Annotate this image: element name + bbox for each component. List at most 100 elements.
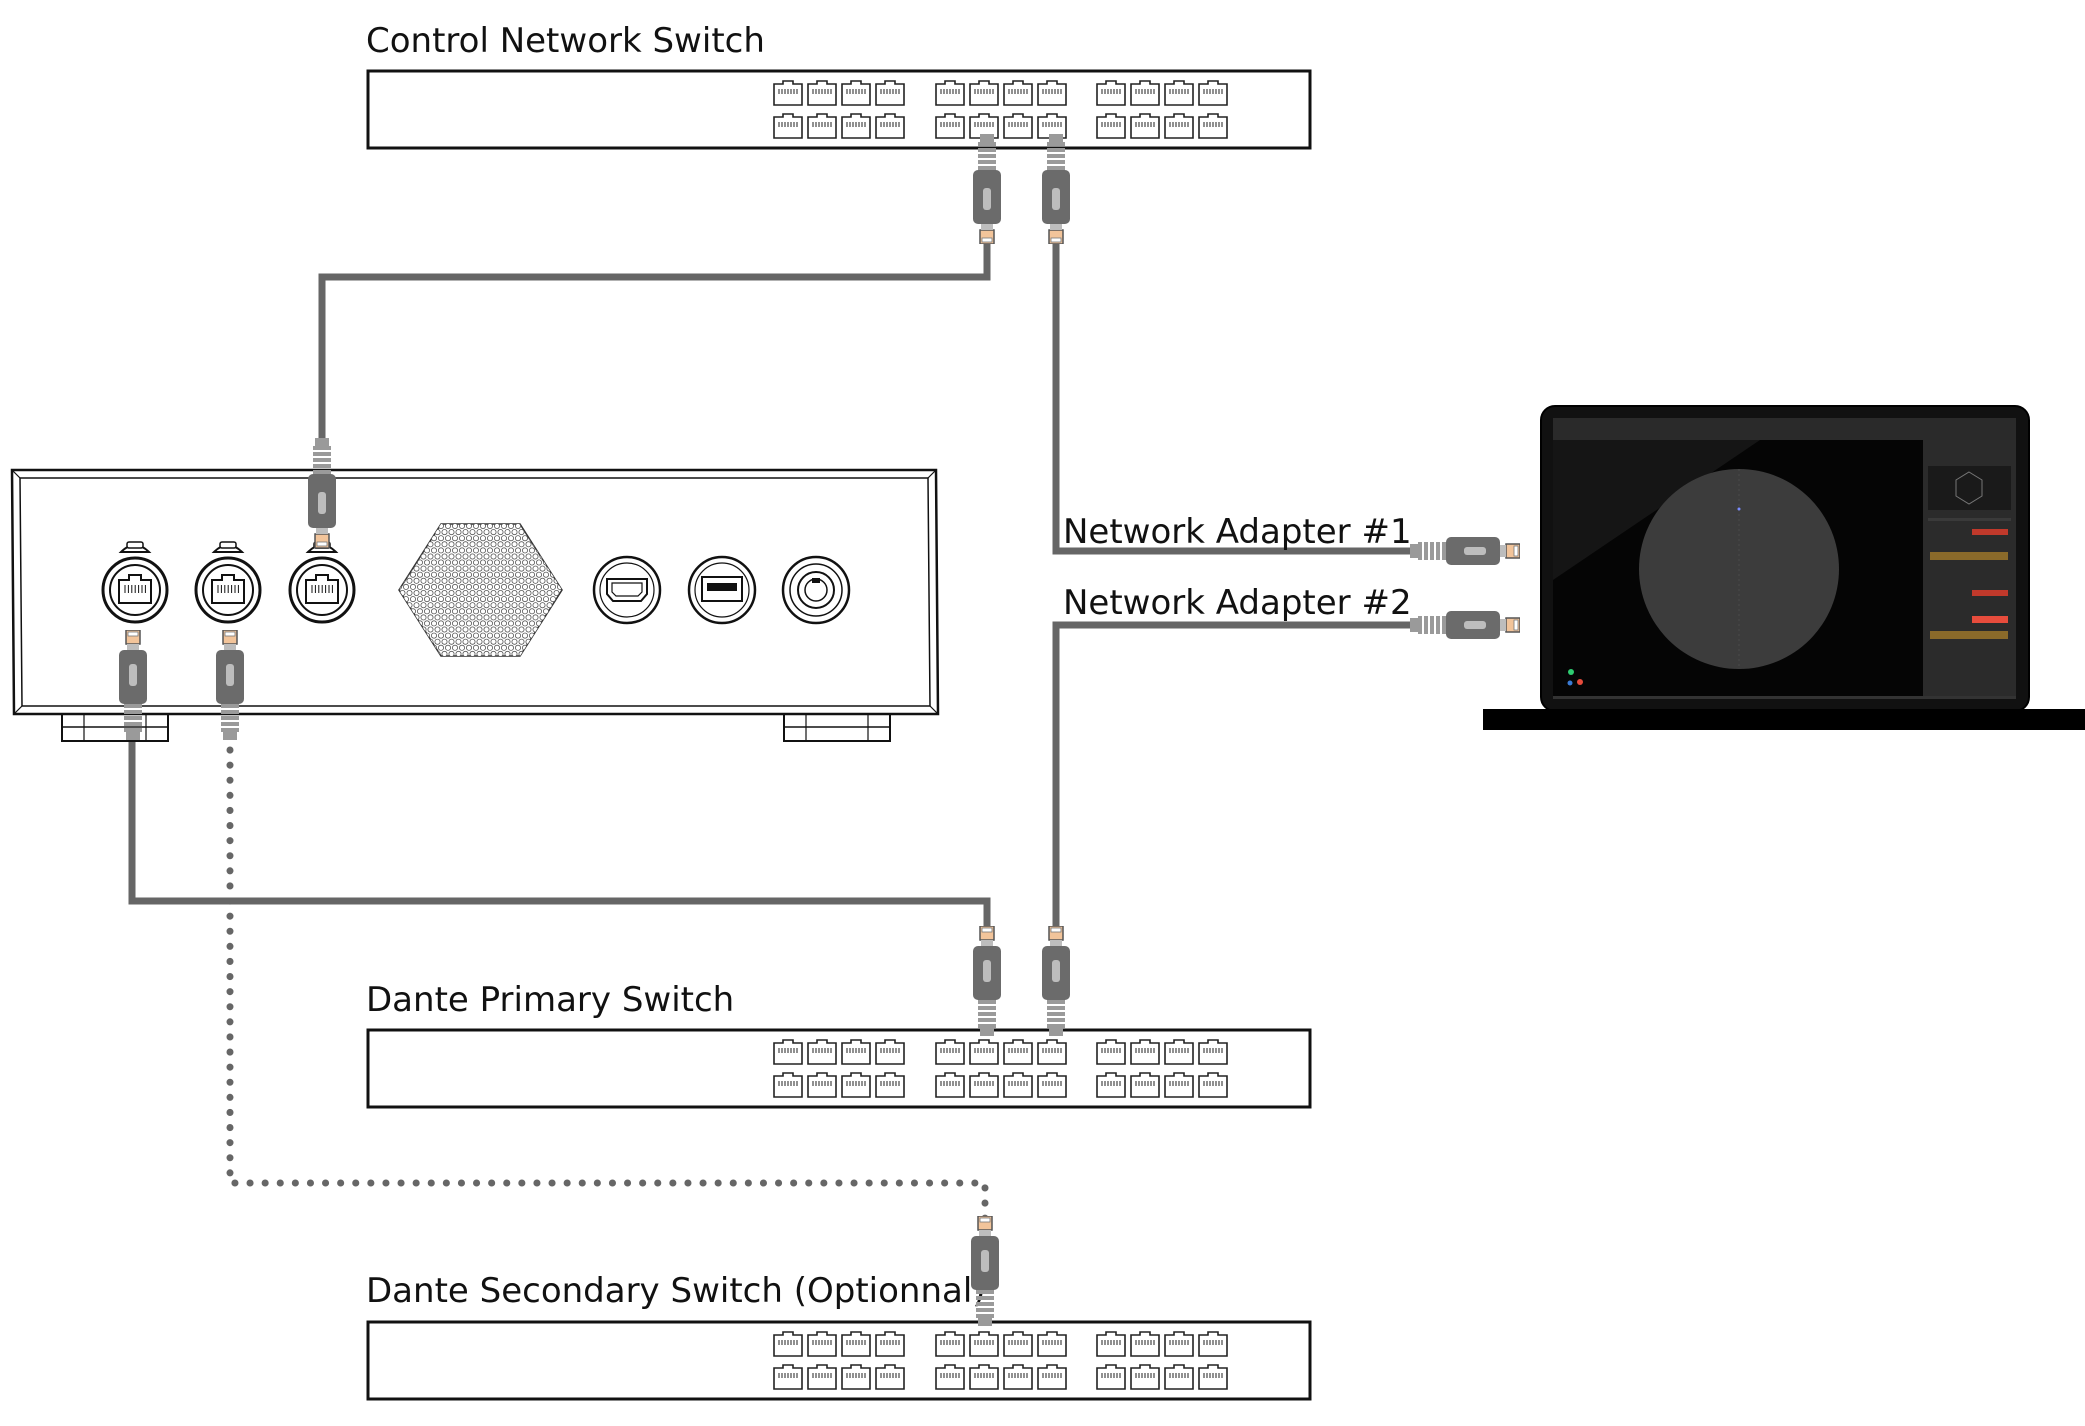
switch-port: [1164, 1331, 1194, 1357]
switch-port: [807, 80, 837, 106]
switch-port: [1164, 1072, 1194, 1098]
switch-port: [935, 1039, 965, 1065]
app-menubar: [1553, 418, 2016, 440]
audio-processor-device: [10, 468, 940, 742]
switch-port: [1037, 1072, 1067, 1098]
switch-port: [1198, 1072, 1228, 1098]
dante-secondary-switch-label: Dante Secondary Switch (Optionnal): [366, 1271, 986, 1311]
cable-adapter1-to-control-switch: [1052, 232, 1410, 555]
switch-port: [969, 1364, 999, 1390]
switch-port: [807, 1072, 837, 1098]
cable-adapter2-to-dante-primary: [1052, 621, 1410, 936]
switch-port: [1164, 113, 1194, 139]
switch-port: [969, 1072, 999, 1098]
switch-port: [1198, 1039, 1228, 1065]
switch-port: [1130, 113, 1160, 139]
switch-port: [875, 80, 905, 106]
cables: [128, 232, 1410, 1232]
switch-port: [773, 113, 803, 139]
switch-port: [773, 1039, 803, 1065]
laptop: Network Adapter #1 Network Adapter #2: [1063, 405, 2085, 730]
switch-port: [773, 1072, 803, 1098]
device-foot-right: [783, 713, 891, 742]
switch-port: [1164, 1039, 1194, 1065]
plug-dante-primary-a: [972, 926, 1002, 1036]
switch-port: [1003, 1364, 1033, 1390]
switch-port: [969, 1331, 999, 1357]
dante-primary-switch: Dante Primary Switch: [366, 980, 1312, 1109]
dante-secondary-switch: Dante Secondary Switch (Optionnal): [366, 1271, 1312, 1401]
switch-port: [807, 113, 837, 139]
cable-device-to-dante-primary: [128, 712, 991, 936]
switch-port: [1130, 1072, 1160, 1098]
adapter-1-label: Network Adapter #1: [1063, 512, 1412, 552]
laptop-adapter-2: [1410, 610, 1520, 640]
switch-port: [1003, 1039, 1033, 1065]
switch-port: [1037, 1331, 1067, 1357]
switch-port: [1037, 80, 1067, 106]
cable-device-to-dante-secondary: [226, 746, 989, 1232]
switch-port: [1003, 1072, 1033, 1098]
switch-port: [935, 113, 965, 139]
device-port-3: [288, 541, 356, 624]
switch-port: [1164, 1364, 1194, 1390]
device-port-1: [101, 541, 169, 624]
switch-port: [1096, 113, 1126, 139]
control-network-switch: Control Network Switch: [366, 21, 1312, 150]
power-connector: [781, 555, 851, 625]
switch-port: [1130, 1364, 1160, 1390]
switch-port: [1096, 1364, 1126, 1390]
switch-port: [1037, 1364, 1067, 1390]
switch-port: [1198, 1331, 1228, 1357]
switch-port: [841, 113, 871, 139]
switch-port: [1003, 1331, 1033, 1357]
plug-dante-primary-b: [1041, 926, 1071, 1036]
plug-control-switch-a: [972, 134, 1002, 244]
switch-port: [1198, 80, 1228, 106]
switch-port: [969, 80, 999, 106]
switch-port: [1198, 1364, 1228, 1390]
switch-port: [773, 1331, 803, 1357]
control-switch-label: Control Network Switch: [366, 21, 765, 61]
switch-port: [841, 80, 871, 106]
usb-port: [687, 555, 757, 625]
switch-port: [875, 1072, 905, 1098]
switch-port: [935, 1072, 965, 1098]
switch-port: [1130, 80, 1160, 106]
device-port-2: [194, 541, 262, 624]
switch-port: [875, 1039, 905, 1065]
switch-port: [1096, 1331, 1126, 1357]
switch-port: [1003, 113, 1033, 139]
switch-port: [1198, 113, 1228, 139]
switch-port: [875, 1331, 905, 1357]
switch-port: [969, 1039, 999, 1065]
switch-port: [1096, 1039, 1126, 1065]
switch-port: [875, 113, 905, 139]
switch-port: [841, 1039, 871, 1065]
switch-port: [807, 1331, 837, 1357]
switch-port: [841, 1364, 871, 1390]
switch-port: [875, 1364, 905, 1390]
cable-device-to-control-switch: [318, 232, 991, 445]
adapter-2-label: Network Adapter #2: [1063, 583, 1412, 623]
switch-port: [935, 1364, 965, 1390]
switch-port: [1096, 80, 1126, 106]
plug-control-switch-b: [1041, 134, 1071, 244]
switch-port: [935, 80, 965, 106]
switch-port: [1130, 1331, 1160, 1357]
switch-port: [1003, 80, 1033, 106]
switch-port: [841, 1331, 871, 1357]
switch-port: [807, 1364, 837, 1390]
device-foot-left: [61, 713, 169, 742]
hdmi-port: [592, 555, 662, 625]
switch-port: [773, 80, 803, 106]
switch-port: [1130, 1039, 1160, 1065]
switch-port: [841, 1072, 871, 1098]
dante-primary-switch-label: Dante Primary Switch: [366, 980, 734, 1020]
switch-port: [773, 1364, 803, 1390]
switch-port: [1096, 1072, 1126, 1098]
laptop-adapter-1: [1410, 536, 1520, 566]
switch-port: [1164, 80, 1194, 106]
switch-port: [935, 1331, 965, 1357]
